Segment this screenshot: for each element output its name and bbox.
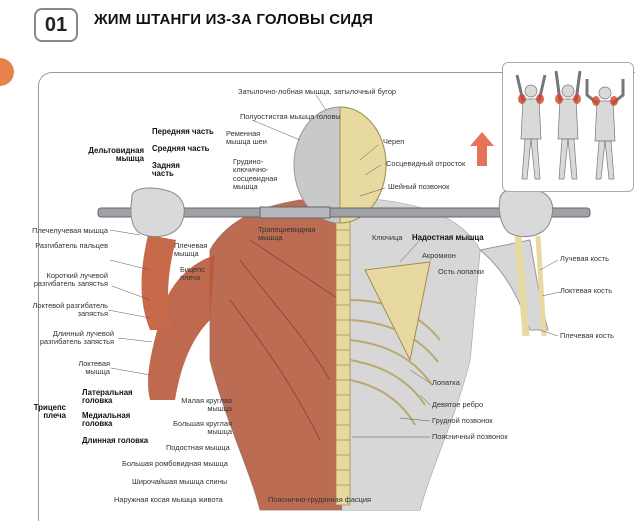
label-occipitofrontal: Затылочно-лобная мышца, затылочный бугор [238,87,397,96]
label-splenius: Ременная мышца шеи [226,129,267,147]
label-cervical-vertebra: Шейный позвонок [388,182,450,191]
section-tab [0,58,14,86]
label-scm: Грудино-ключично-сосцевидная мышца [233,157,278,192]
label-scapular-spine: Ость лопатки [438,267,484,276]
label-anconeus: Локтевая мышца [78,359,110,377]
label-lateral-head: Латеральная головка [82,388,133,406]
label-finger-extensor: Разгибатель пальцев [35,241,108,250]
pose-inset [502,62,634,192]
label-teres-minor: Малая круглая мышца [181,396,232,414]
label-humerus: Плечевая кость [560,331,614,340]
label-infraspinatus: Подостная мышца [166,443,230,452]
pose-figures [515,70,625,180]
label-supraspinatus: Надостная мышца [412,233,484,242]
label-middle-part: Средняя часть [152,144,210,153]
label-brachialis: Плечевая мышца [174,241,208,259]
label-ninth-rib: Девятое ребро [432,400,484,409]
label-trapezius: Трапециевидная мышца [258,225,316,243]
label-ext-carpi-ulnaris: Локтевой разгибатель запястья [32,301,108,319]
label-skull: Череп [383,137,405,146]
label-teres-major: Большая круглая мышца [173,419,232,437]
label-scapula: Лопатка [432,378,460,387]
exercise-title: ЖИМ ШТАНГИ ИЗ-ЗА ГОЛОВЫ СИДЯ [94,11,374,28]
label-acromion: Акромион [422,251,456,260]
label-medial-head: Медиальная головка [82,411,131,429]
label-brachioradialis: Плечелучевая мышца [32,226,108,235]
label-rhomboid-major: Большая ромбовидная мышца [122,459,228,468]
label-ext-carpi-radialis-brevis: Короткий лучевой разгибатель запястья [33,271,108,289]
arrow-up-icon [470,132,494,166]
label-external-oblique: Наружная косая мышца живота [114,495,223,504]
label-front-part: Передняя часть [152,127,214,136]
illustration-frame [38,72,635,521]
label-biceps: Бицепс плеча [180,265,205,283]
label-latissimus: Широчайшая мышца спины [132,477,228,486]
label-ext-carpi-radialis-longus: Длинный лучевой разгибатель запястья [39,329,114,347]
label-lumbar-vertebra: Поясничный позвонок [432,432,508,441]
label-ulna: Локтевая кость [560,286,613,295]
label-mastoid: Сосцевидный отросток [386,159,466,168]
spine [335,214,351,506]
label-rear-part: Задняя часть [152,161,180,179]
label-triceps: Трицепс плеча [33,403,66,421]
label-thoracolumbar-fascia: Пояснично-грудинная фасция [268,495,372,504]
label-thoracic-vertebra: Грудной позвонок [432,416,493,425]
label-long-head: Длинная головка [82,436,149,445]
exercise-number-badge: 01 [34,8,78,42]
label-clavicle: Ключица [372,233,403,242]
label-radius: Лучевая кость [560,254,609,263]
label-deltoid: Дельтовидная мышца [88,146,144,164]
label-semispinalis: Полуостистая мышца головы [240,112,341,121]
